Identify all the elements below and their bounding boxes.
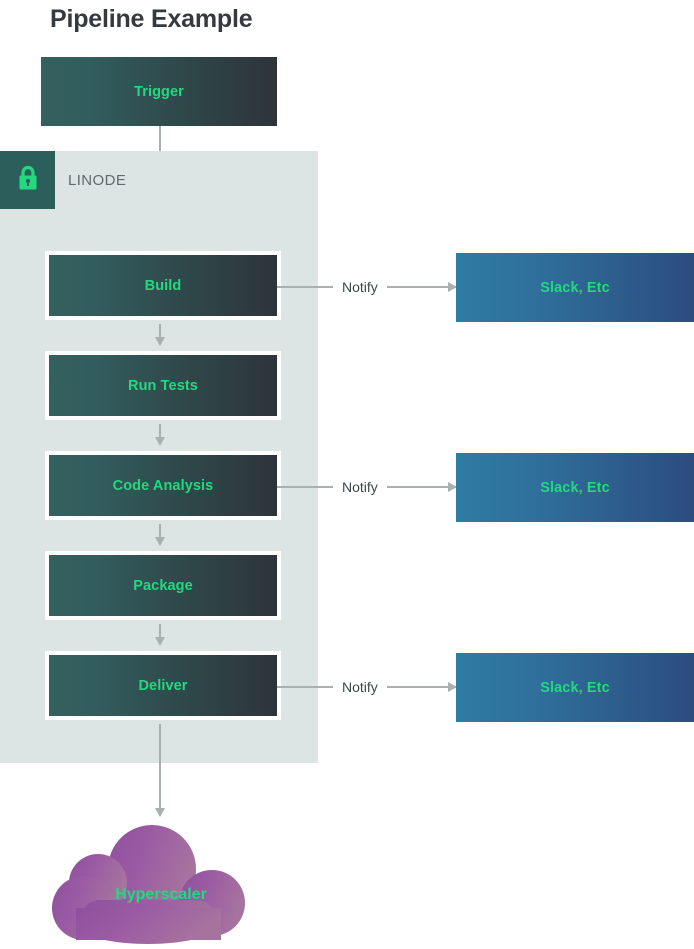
lock-icon	[16, 165, 40, 196]
node-hyperscaler[interactable]: Hyperscaler	[46, 820, 276, 944]
notify-arrow-right	[386, 682, 458, 692]
notify-label-3: Notify	[342, 679, 378, 695]
page-title: Pipeline Example	[50, 5, 253, 33]
node-build-label: Build	[144, 277, 182, 294]
notify-connector-code-analysis: Notify	[277, 477, 458, 497]
notify-line-left	[277, 686, 333, 688]
arrow-build-to-run-tests	[155, 324, 165, 346]
arrow-code-analysis-to-package	[155, 524, 165, 546]
notify-arrow-right	[386, 482, 458, 492]
notify-connector-deliver: Notify	[277, 677, 458, 697]
node-slack-1[interactable]: Slack, Etc	[456, 253, 694, 322]
node-deliver-label: Deliver	[138, 677, 188, 694]
notify-line-left	[277, 486, 333, 488]
node-deliver[interactable]: Deliver	[45, 651, 281, 720]
notify-label-1: Notify	[342, 279, 378, 295]
node-slack-1-label: Slack, Etc	[540, 279, 610, 296]
linode-container-label: LINODE	[68, 172, 127, 189]
node-build[interactable]: Build	[45, 251, 281, 320]
notify-arrow-right	[386, 282, 458, 292]
node-slack-2-label: Slack, Etc	[540, 479, 610, 496]
node-package-label: Package	[133, 577, 193, 594]
notify-line-left	[277, 286, 333, 288]
lock-icon-badge	[0, 151, 55, 209]
node-run-tests[interactable]: Run Tests	[45, 351, 281, 420]
node-run-tests-label: Run Tests	[128, 377, 198, 394]
node-slack-3[interactable]: Slack, Etc	[456, 653, 694, 722]
node-slack-2[interactable]: Slack, Etc	[456, 453, 694, 522]
notify-label-2: Notify	[342, 479, 378, 495]
arrow-package-to-deliver	[155, 624, 165, 646]
node-trigger-label: Trigger	[134, 83, 184, 100]
cloud-icon	[52, 825, 245, 944]
node-code-analysis-label: Code Analysis	[112, 477, 214, 494]
notify-connector-build: Notify	[277, 277, 458, 297]
node-trigger[interactable]: Trigger	[41, 57, 277, 126]
arrow-run-tests-to-code-analysis	[155, 424, 165, 446]
node-code-analysis[interactable]: Code Analysis	[45, 451, 281, 520]
arrow-deliver-to-hyperscaler	[155, 724, 165, 817]
node-package[interactable]: Package	[45, 551, 281, 620]
node-slack-3-label: Slack, Etc	[540, 679, 610, 696]
